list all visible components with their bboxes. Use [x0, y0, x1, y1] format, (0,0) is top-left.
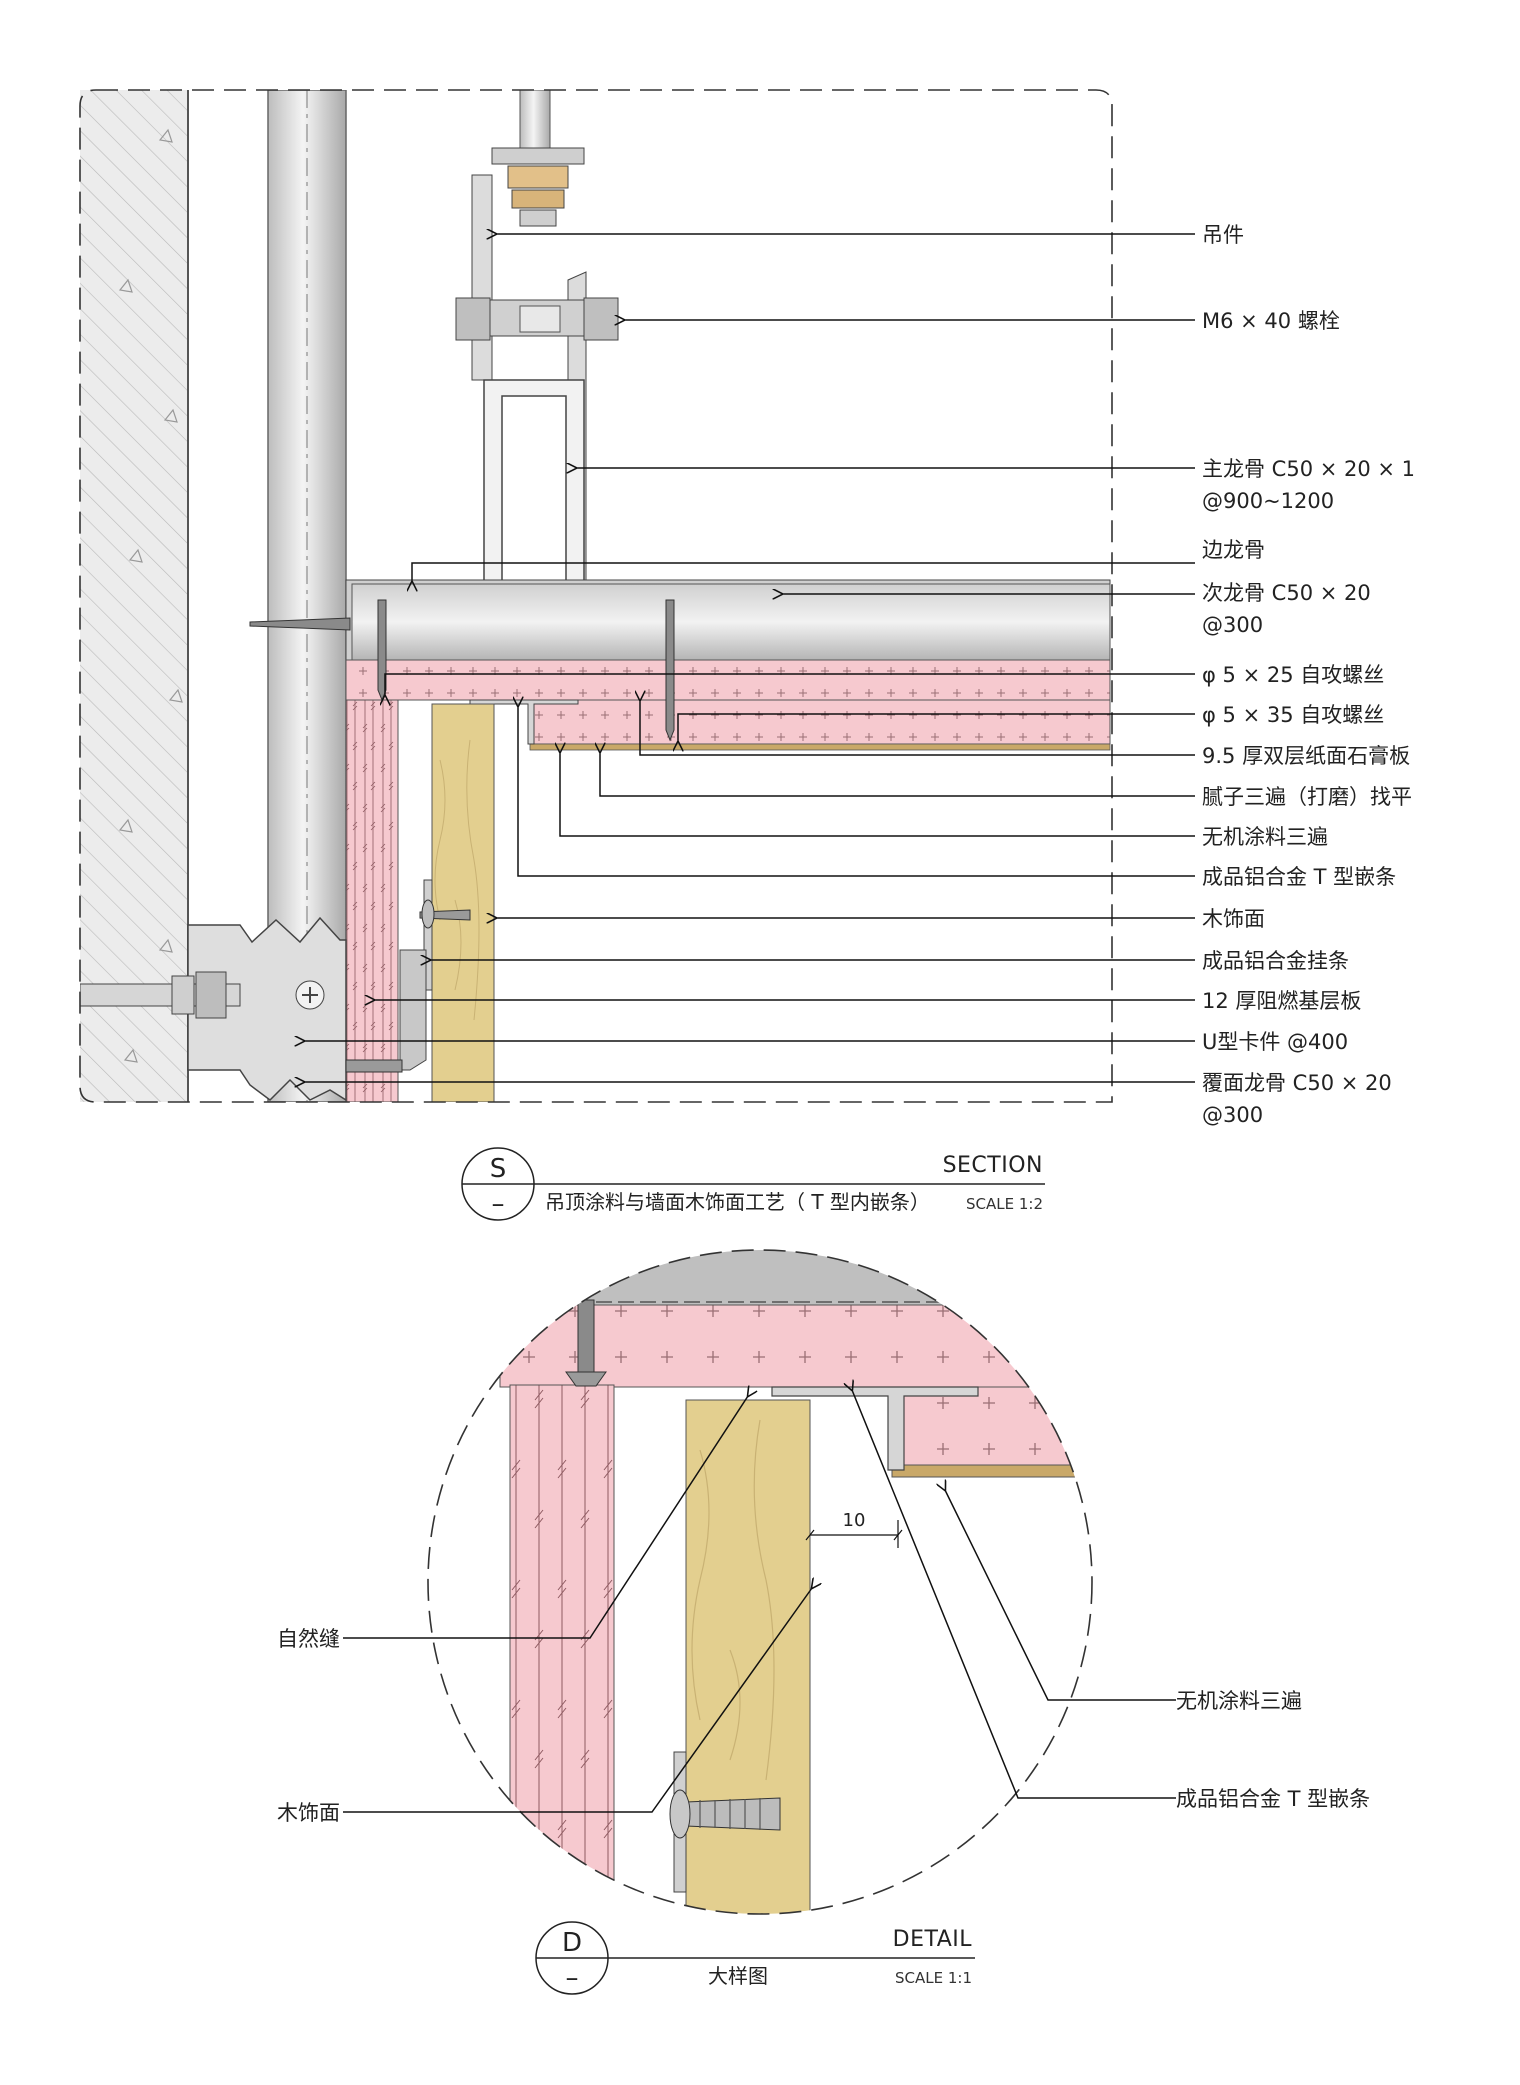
detail-title-cn: 大样图 [708, 1964, 768, 1988]
label-hanger: 吊件 [1202, 223, 1244, 247]
detail-scale: SCALE 1:1 [895, 1969, 972, 1987]
label-gypsum: 9.5 厚双层纸面石膏板 [1202, 744, 1410, 768]
section-scale: SCALE 1:2 [966, 1195, 1043, 1213]
detail-sub-keel [428, 1250, 1092, 1307]
section-labels: 吊件 M6 × 40 螺栓 主龙骨 C50 × 20 × 1 @900~1200… [1202, 223, 1415, 1127]
hanger-rod [519, 90, 551, 151]
label-putty: 腻子三遍（打磨）找平 [1202, 785, 1412, 809]
section-title-block: S – SECTION 吊顶涂料与墙面木饰面工艺（ T 型内嵌条） SCALE … [461, 1147, 1045, 1221]
detail-base-board [509, 1384, 615, 1914]
label-cover-keel: 覆面龙骨 C50 × 20 [1202, 1071, 1392, 1095]
section-leaders [304, 234, 1195, 1082]
u-clip [187, 916, 347, 1102]
gypsum-board-lower [529, 699, 1111, 745]
label-base-board: 12 厚阻燃基层板 [1202, 989, 1361, 1013]
self-tapping-screws [249, 599, 675, 742]
label-cover-keel-spacing: @300 [1202, 1103, 1263, 1127]
label-wood-veneer: 木饰面 [1202, 907, 1265, 931]
label-hang-strip: 成品铝合金挂条 [1202, 949, 1349, 973]
aggregate-triangles [118, 128, 183, 1063]
dimension-text: 10 [843, 1510, 866, 1531]
sub-keel [351, 583, 1111, 661]
label-edge-keel: 边龙骨 [1202, 538, 1265, 562]
section-drawing: 吊件 M6 × 40 螺栓 主龙骨 C50 × 20 × 1 @900~1200… [79, 89, 1415, 1221]
label-natural-gap: 自然缝 [277, 1627, 340, 1651]
detail-drawing: 10 自然缝 木饰面 无机涂料三遍 成品铝合金 T 型嵌条 D – DETAIL… [277, 1249, 1370, 1995]
detail-mark-letter: D [562, 1928, 582, 1958]
label-bolt: M6 × 40 螺栓 [1202, 309, 1340, 333]
label-sub-keel-spacing: @300 [1202, 613, 1263, 637]
section-mark-sub: – [492, 1189, 505, 1219]
section-title-cn: 吊顶涂料与墙面木饰面工艺（ T 型内嵌条） [545, 1190, 930, 1214]
section-title-en: SECTION [943, 1153, 1043, 1178]
label-main-keel-spacing: @900~1200 [1202, 489, 1334, 513]
label-screw-25: φ 5 × 25 自攻螺丝 [1202, 663, 1384, 687]
label-main-keel: 主龙骨 C50 × 20 × 1 [1202, 457, 1415, 481]
putty-layer [529, 743, 1111, 751]
detail-gypsum-lower [891, 1386, 1092, 1466]
detail-leaders [343, 1390, 1176, 1813]
section-boundary [79, 89, 1113, 1103]
label-detail-t-strip: 成品铝合金 T 型嵌条 [1176, 1787, 1370, 1811]
gypsum-board-upper [345, 659, 1111, 701]
detail-t-strip [771, 1386, 979, 1471]
base-board [345, 699, 399, 1102]
detail-labels: 自然缝 木饰面 无机涂料三遍 成品铝合金 T 型嵌条 [277, 1627, 1370, 1825]
label-sub-keel: 次龙骨 C50 × 20 [1202, 581, 1371, 605]
label-t-strip: 成品铝合金 T 型嵌条 [1202, 865, 1396, 889]
label-detail-paint: 无机涂料三遍 [1176, 1689, 1302, 1713]
detail-title-en: DETAIL [893, 1927, 973, 1952]
detail-title-block: D – DETAIL 大样图 SCALE 1:1 [535, 1921, 975, 1995]
dimension-10 [805, 1520, 903, 1548]
detail-putty [891, 1464, 1092, 1478]
hanger-bracket [471, 174, 493, 381]
detail-mark-sub: – [566, 1963, 579, 1993]
label-detail-wood-veneer: 木饰面 [277, 1801, 340, 1825]
detail-boundary [427, 1249, 1093, 1915]
label-paint: 无机涂料三遍 [1202, 825, 1328, 849]
label-screw-35: φ 5 × 35 自攻螺丝 [1202, 703, 1384, 727]
main-keel [483, 379, 585, 587]
detail-wood-veneer [685, 1399, 811, 1914]
label-u-clip: U型卡件 @400 [1202, 1030, 1348, 1054]
section-mark-letter: S [490, 1154, 507, 1184]
